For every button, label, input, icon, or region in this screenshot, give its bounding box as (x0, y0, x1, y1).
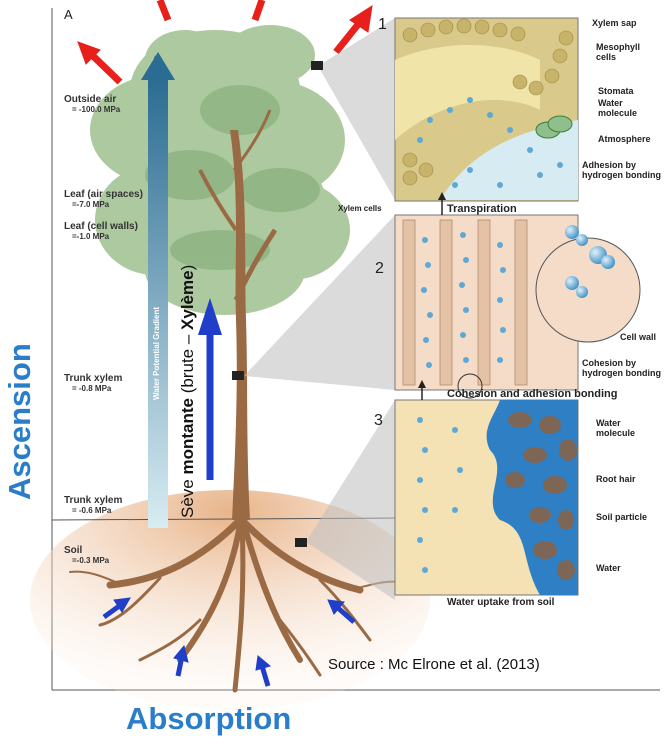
inset-1-leaf (395, 18, 578, 201)
label-xylem-cells: Xylem cells (338, 204, 382, 213)
source-citation: Source : Mc Elrone et al. (2013) (328, 656, 540, 673)
pressure-label: Trunk xylem (64, 496, 122, 507)
sap-label-bold1: montante (178, 398, 197, 475)
label-water: Water (596, 563, 656, 573)
pressure-label: Leaf (cell walls) (64, 222, 138, 233)
water-potential-gradient-arrow (148, 78, 168, 528)
pressure-value: =-7.0 MPa (72, 201, 143, 209)
pressure-label: Outside air (64, 95, 120, 106)
inset-caption-transpiration: Transpiration (447, 203, 517, 215)
gradient-label: Water Potential Gradient (152, 307, 161, 400)
label-cohesion: Cohesion by hydrogen bonding (582, 358, 664, 378)
inset-number-1: 1 (378, 16, 387, 34)
sap-label-middle: (brute – (178, 330, 197, 398)
label-stomata: Stomata (598, 86, 658, 96)
inset-caption-uptake: Water uptake from soil (447, 597, 554, 608)
pressure-label-leaf-air: Leaf (air spaces) =-7.0 MPa (64, 190, 143, 209)
label-water-molecule-1: Water molecule (598, 98, 658, 118)
pressure-label-soil: Soil =-0.3 MPa (64, 546, 109, 565)
inset-3-root (395, 400, 578, 595)
pressure-value: =-1.0 MPa (72, 233, 138, 241)
label-root-hair: Root hair (596, 474, 658, 484)
label-adhesion: Adhesion by hydrogen bonding (582, 160, 664, 180)
label-atmosphere: Atmosphere (598, 134, 660, 144)
sap-label-bold2: Xylème (178, 270, 197, 330)
pressure-value: = -0.6 MPa (72, 507, 122, 515)
label-cell-wall: Cell wall (620, 332, 662, 342)
label-soil-particle: Soil particle (596, 512, 662, 522)
pressure-label-trunk-xylem-lower: Trunk xylem = -0.6 MPa (64, 496, 122, 515)
pressure-label-trunk-xylem-upper: Trunk xylem = -0.8 MPa (64, 374, 122, 393)
absorption-label: Absorption (126, 701, 291, 737)
pressure-value: =-0.3 MPa (72, 557, 109, 565)
sap-label: Sève montante (brute – Xylème) (178, 265, 198, 518)
inset-number-2: 2 (375, 260, 384, 278)
label-xylem-sap: Xylem sap (592, 18, 662, 28)
pressure-label-leaf-walls: Leaf (cell walls) =-1.0 MPa (64, 222, 138, 241)
ascension-label: Ascension (2, 343, 38, 500)
pressure-value: = -100.0 MPa (72, 106, 120, 114)
inset-number-3: 3 (374, 412, 383, 430)
label-water-molecule-3: Water molecule (596, 418, 658, 438)
sap-label-prefix: Sève (178, 475, 197, 518)
inset-caption-cohesion: Cohesion and adhesion bonding (447, 388, 618, 400)
panel-letter: A (64, 8, 73, 22)
sap-label-suffix: ) (178, 265, 197, 271)
pressure-value: = -0.8 MPa (72, 385, 122, 393)
pressure-label: Trunk xylem (64, 374, 122, 385)
label-mesophyll-cells: Mesophyll cells (596, 42, 656, 62)
pressure-label: Soil (64, 546, 109, 557)
pressure-label-outside-air: Outside air = -100.0 MPa (64, 95, 120, 114)
pressure-label: Leaf (air spaces) (64, 190, 143, 201)
